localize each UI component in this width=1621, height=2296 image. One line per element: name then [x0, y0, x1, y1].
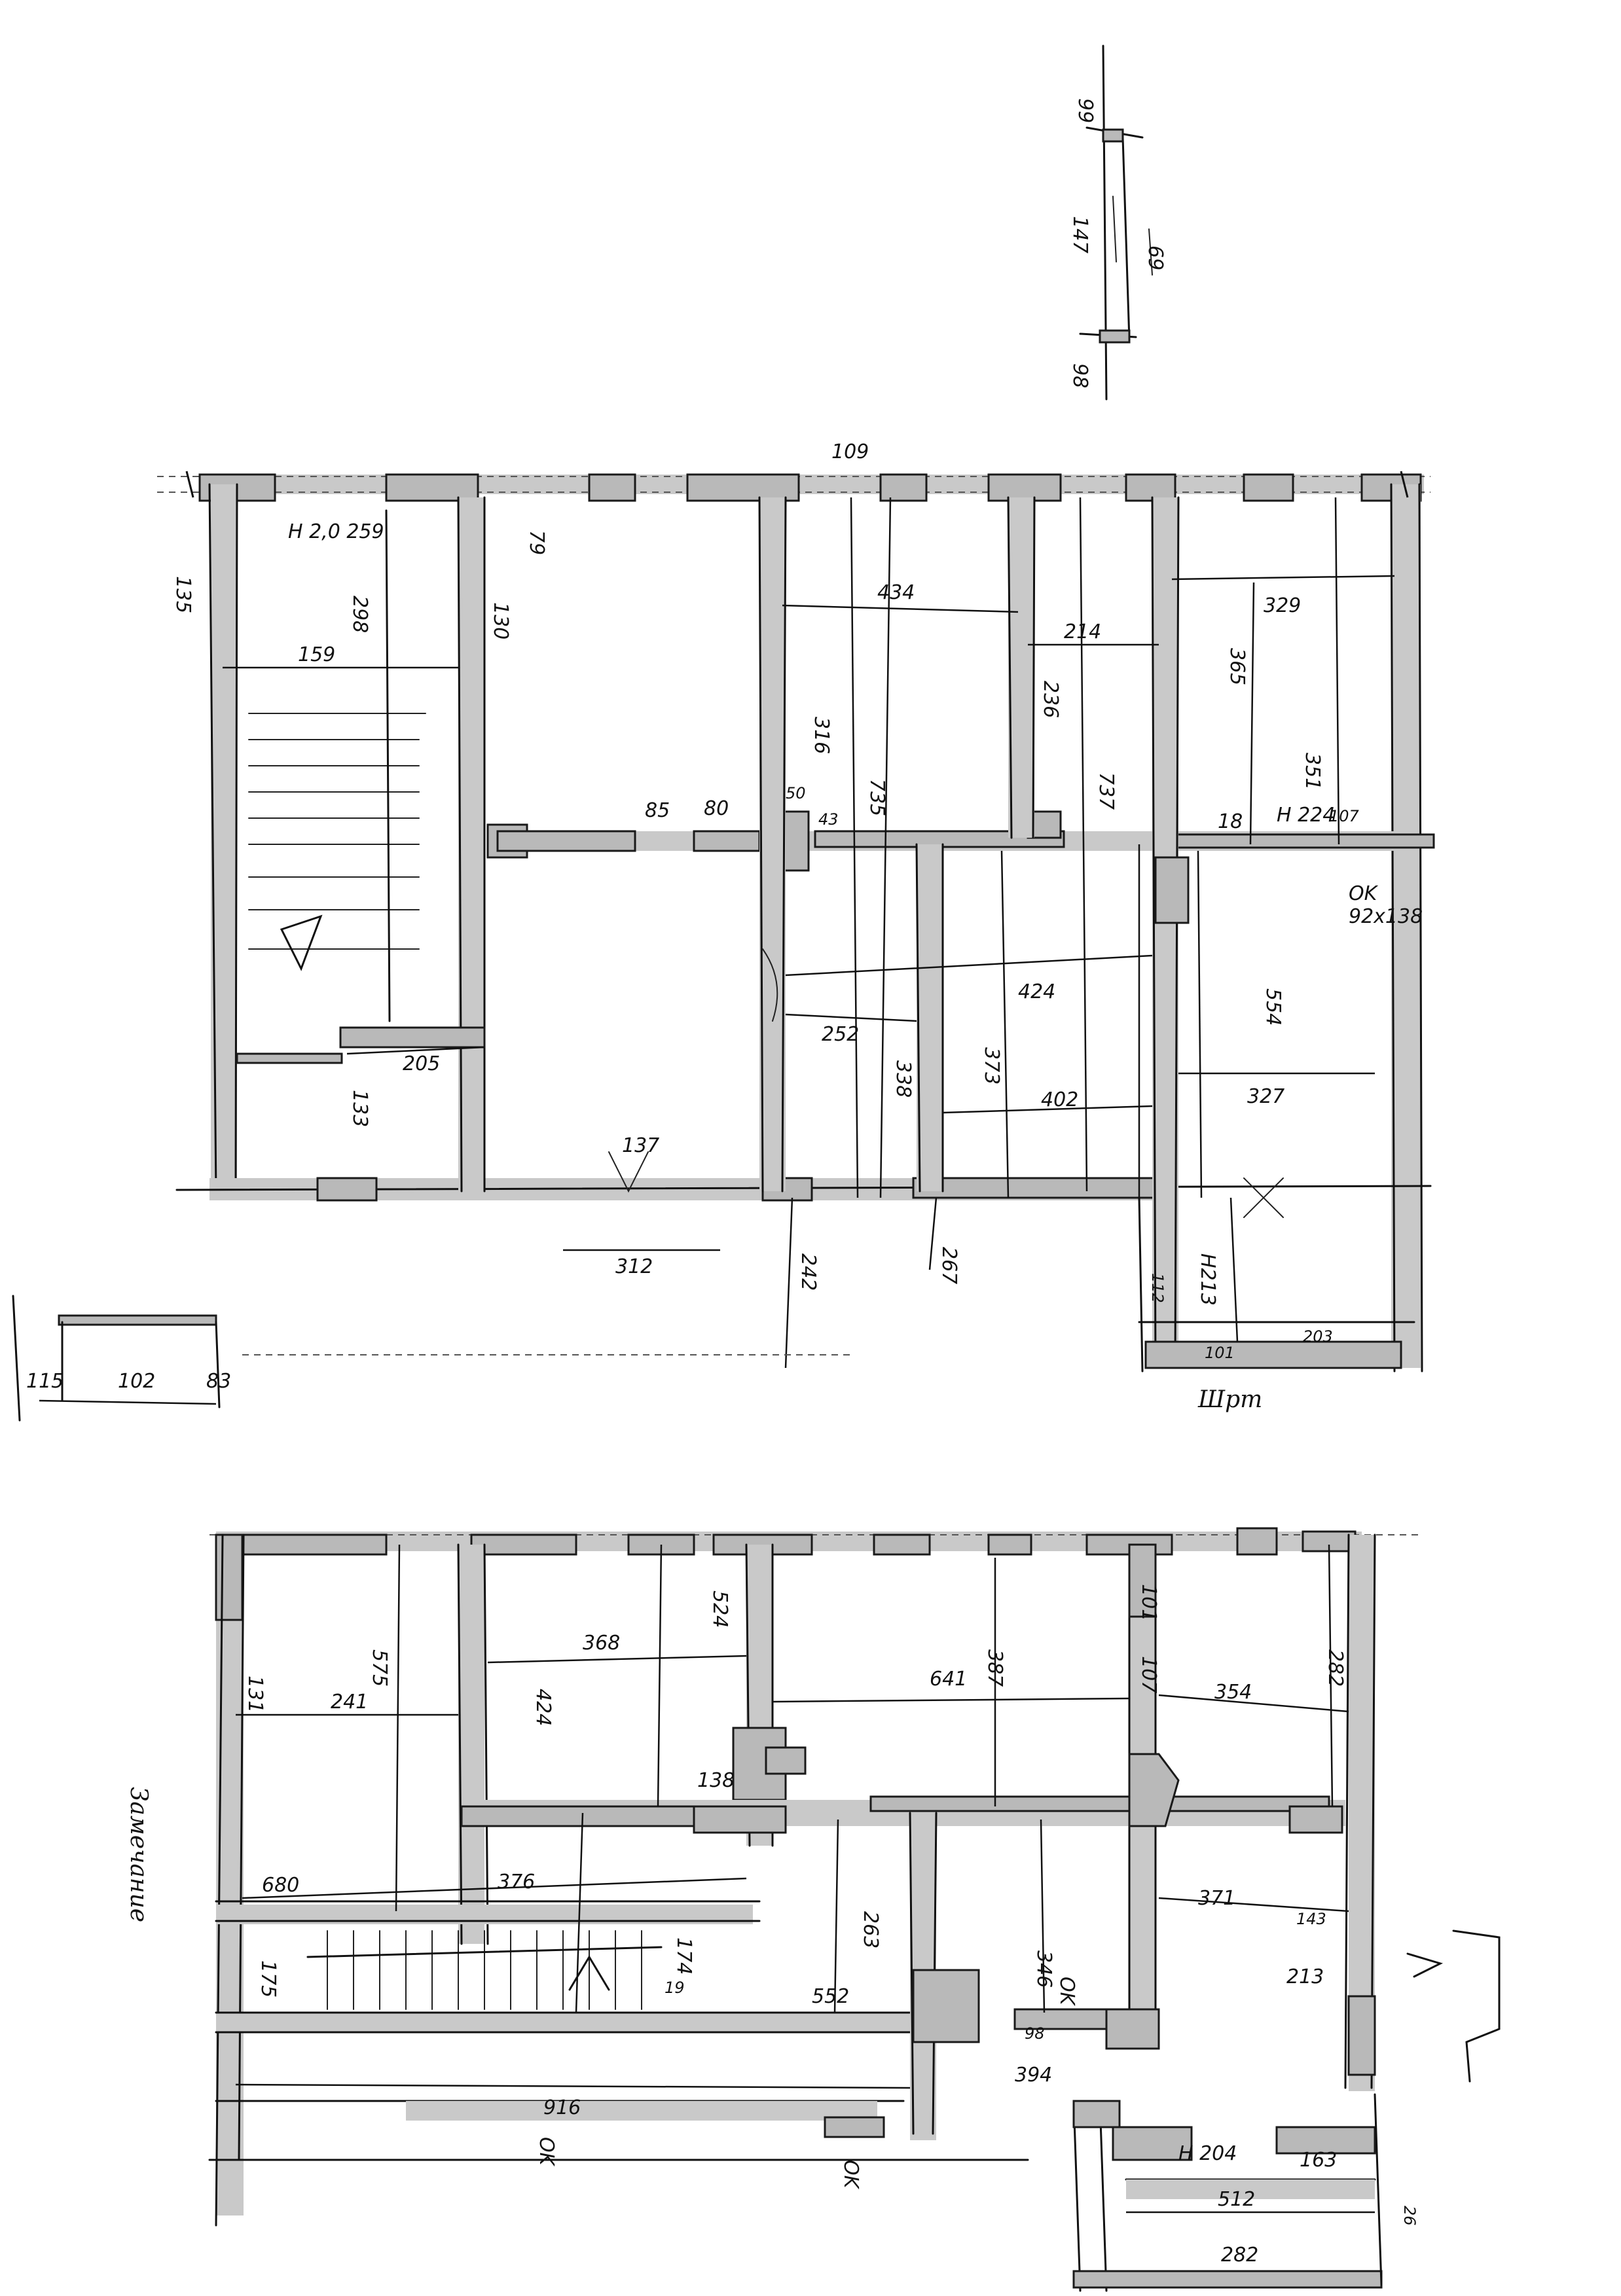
- dim-label: 159: [298, 643, 335, 666]
- upper-floor-plan: 109 135 H 2,0 259 159 79 130 298 434 214…: [157, 440, 1435, 1413]
- dim-label: 143: [1296, 1910, 1326, 1928]
- dim-label: 346: [1032, 1950, 1055, 1988]
- dim-label: 365: [1226, 648, 1248, 685]
- dim-label: 402: [1041, 1088, 1078, 1111]
- dim-label: 203: [1303, 1327, 1333, 1346]
- section-detail: 99 147 69 98: [1068, 45, 1167, 401]
- dim-label: 916: [543, 2096, 581, 2119]
- dim-label: 282: [1324, 1649, 1347, 1687]
- dim-label: OK: [839, 2160, 862, 2190]
- dim-label: 18: [1218, 810, 1243, 833]
- dim-label: 174: [672, 1937, 695, 1975]
- dim-label: 680: [262, 1874, 299, 1897]
- dim-label: 137: [622, 1134, 659, 1157]
- dim-label: 205: [403, 1052, 440, 1075]
- dim-label: 98: [1068, 363, 1091, 388]
- left-small-detail: 115 102 83: [12, 1295, 851, 1422]
- dim-label: 79: [525, 530, 548, 555]
- dim-label: 575: [368, 1649, 391, 1687]
- dim-label: 351: [1301, 753, 1324, 790]
- dim-label: 214: [1064, 620, 1101, 643]
- dim-label: 102: [118, 1370, 155, 1393]
- dim-label: 236: [1039, 681, 1062, 718]
- dim-label: 85: [645, 799, 670, 822]
- dim-label: 92x138: [1349, 905, 1423, 928]
- dim-label: 354: [1214, 1681, 1252, 1704]
- dim-label: 101: [1137, 1584, 1160, 1621]
- dim-label: 327: [1247, 1085, 1284, 1108]
- dim-label: 434: [877, 581, 915, 604]
- dim-label: 107: [1329, 807, 1360, 825]
- dim-label: 263: [859, 1911, 882, 1948]
- dim-label: 338: [892, 1060, 915, 1098]
- dim-label: 298: [348, 596, 371, 633]
- dim-label: 112: [1148, 1273, 1167, 1303]
- dim-label: 99: [1074, 98, 1097, 123]
- lower-floor-plan: Замечание 575 368 524 424 241 641 354 28…: [125, 1527, 1501, 2292]
- dim-label: 735: [865, 779, 888, 816]
- dim-label: 329: [1264, 594, 1301, 617]
- dim-label: 109: [831, 440, 869, 463]
- dim-label: 115: [26, 1370, 64, 1393]
- dim-label: 130: [489, 602, 512, 639]
- dim-label: 83: [206, 1370, 231, 1393]
- dim-label: 371: [1198, 1887, 1235, 1910]
- dim-label: 19: [665, 1979, 685, 1997]
- dim-label: 242: [797, 1253, 820, 1291]
- side-label: Замечание: [125, 1787, 152, 1922]
- dim-label: 554: [1262, 988, 1284, 1026]
- dim-label: 213: [1286, 1965, 1324, 1988]
- dim-label: H 224: [1277, 804, 1335, 827]
- annotation-label: Шрт: [1197, 1386, 1262, 1413]
- dim-label: 512: [1218, 2188, 1255, 2211]
- dim-label: 241: [331, 1691, 368, 1713]
- dim-label: OK: [1349, 882, 1379, 905]
- dim-label: 107: [1137, 1656, 1160, 1693]
- dim-label: 163: [1300, 2149, 1337, 2172]
- dim-label: 133: [348, 1090, 371, 1127]
- dim-label: 394: [1015, 2064, 1052, 2087]
- dim-label: 312: [615, 1255, 653, 1278]
- dim-label: 316: [810, 717, 833, 754]
- dim-label: 69: [1144, 245, 1167, 270]
- dim-label: 101: [1205, 1344, 1235, 1362]
- dim-label: 373: [980, 1047, 1003, 1085]
- dim-label: 147: [1068, 216, 1091, 253]
- dim-label: 252: [822, 1023, 859, 1046]
- dim-label: 135: [172, 576, 194, 613]
- dim-label: OK: [1055, 1977, 1078, 2007]
- dim-label: 282: [1221, 2244, 1258, 2267]
- dim-label: 552: [812, 1985, 849, 2008]
- dim-label: H 2,0 259: [288, 520, 384, 543]
- dim-label: 43: [818, 810, 839, 829]
- dim-label: 424: [532, 1689, 555, 1726]
- dim-label: H213: [1196, 1253, 1219, 1306]
- dim-label: 524: [708, 1590, 731, 1628]
- dim-label: 138: [697, 1769, 735, 1792]
- dim-label: 737: [1095, 772, 1118, 810]
- dim-label: 376: [498, 1871, 535, 1893]
- dim-label: 641: [930, 1668, 967, 1691]
- dim-label: 387: [983, 1649, 1006, 1687]
- dim-label: H 204: [1178, 2142, 1237, 2165]
- dim-label: OK: [535, 2137, 558, 2167]
- dim-label: 50: [786, 784, 806, 802]
- dim-label: 131: [244, 1676, 266, 1713]
- dim-label: 267: [938, 1247, 960, 1284]
- dim-label: 175: [257, 1960, 280, 1998]
- dim-label: 26: [1400, 2206, 1419, 2226]
- dim-label: 80: [704, 797, 729, 820]
- dim-label: 98: [1025, 2024, 1045, 2043]
- dim-label: 368: [583, 1632, 620, 1655]
- dim-label: 424: [1018, 980, 1055, 1003]
